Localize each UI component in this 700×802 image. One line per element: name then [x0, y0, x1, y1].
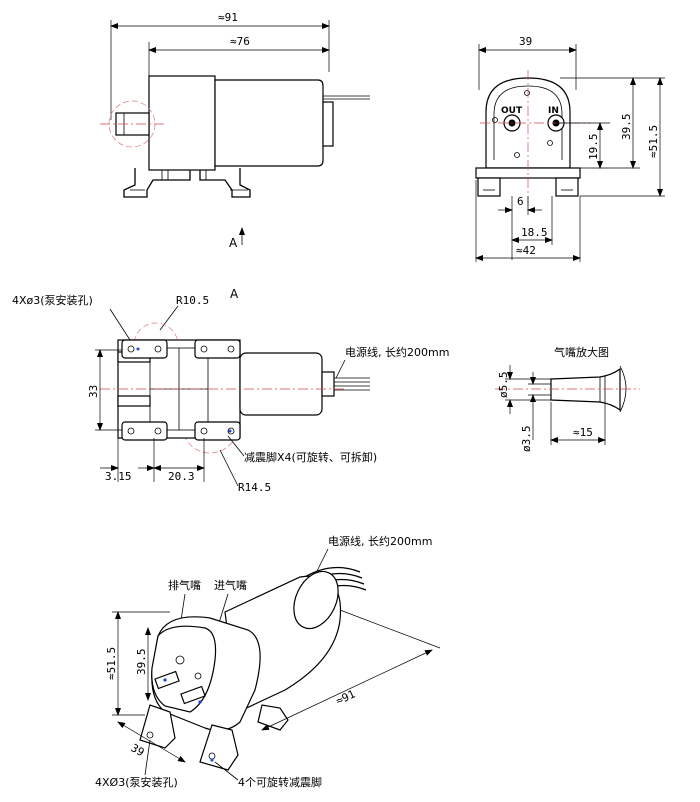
dim-motor-length: ≈76 [230, 35, 250, 48]
nozzle-detail-label: 气嘴放大图 [554, 345, 609, 359]
dim-nozzle-inner: ø3.5 [520, 426, 533, 453]
mount-holes-label: 4Xø3(泵安装孔) [12, 293, 93, 307]
power-cable-top-label: 电源线, 长约200mm [345, 345, 449, 359]
front-view: 39 OUT IN 19.5 39.5 ≈51.5 [475, 35, 665, 262]
port-out-label: OUT [501, 106, 523, 116]
side-view: ≈91 ≈76 A [100, 11, 370, 250]
dim-foot-pitch: 20.3 [168, 470, 195, 483]
dim-radius-top: R10.5 [176, 294, 209, 307]
iso-dim-height: 39.5 [135, 649, 148, 676]
dim-port-spacing: 6 [517, 195, 524, 208]
dim-base-width: ≈42 [516, 244, 536, 257]
nozzle-detail: 气嘴放大图 ø5.5 ø3.5 ≈15 [495, 345, 640, 452]
dim-nozzle-outer: ø5.5 [497, 372, 510, 399]
port-in-label: IN [548, 106, 559, 116]
iso-feet-label: 4个可旋转减震脚 [238, 775, 322, 789]
dim-nozzle-len: ≈15 [573, 426, 593, 439]
dim-radius-bottom: R14.5 [238, 481, 271, 494]
isometric-view: 电源线, 长约200mm 排气嘴 进气嘴 ≈51. [95, 534, 441, 789]
power-cable-iso-label: 电源线, 长约200mm [328, 534, 432, 548]
dim-overall-length: ≈91 [218, 11, 238, 24]
iso-dim-width: 39 [129, 741, 147, 759]
dim-foot-span: 18.5 [521, 226, 548, 239]
dim-port-height: 19.5 [587, 134, 600, 161]
dim-body-height: 33 [87, 385, 100, 398]
intake-nozzle-label: 进气嘴 [214, 578, 247, 592]
dim-width: 39 [519, 35, 532, 48]
dim-height-total: ≈51.5 [647, 125, 660, 158]
dim-height-35: 39.5 [620, 114, 633, 141]
iso-mount-holes-label: 4XØ3(泵安装孔) [95, 775, 178, 789]
section-a-top: A [229, 236, 238, 250]
top-view: A 4Xø3(泵安装孔) R10.5 电源线, 长约200m [12, 287, 449, 494]
dim-offset-left: 3.15 [105, 470, 132, 483]
iso-dim-height-total: ≈51.5 [105, 647, 118, 680]
exhaust-nozzle-label: 排气嘴 [168, 578, 201, 592]
section-a-mid: A [230, 287, 239, 301]
damping-feet-label: 减震脚X4(可旋转、可拆卸) [244, 450, 377, 464]
iso-dim-length: ≈91 [334, 688, 358, 708]
